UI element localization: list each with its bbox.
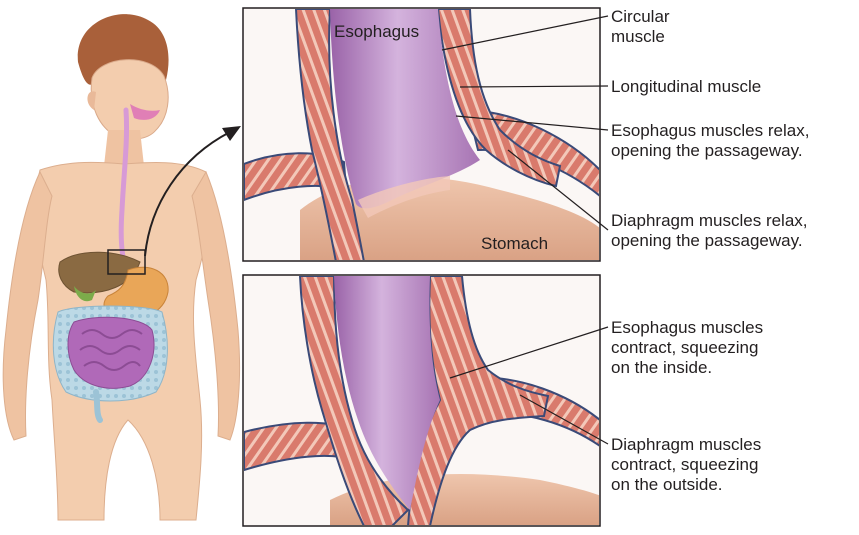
callout-longitudinal-muscle: Longitudinal muscle (611, 77, 761, 97)
head (91, 60, 168, 140)
small-intestine (68, 317, 154, 388)
rectum (96, 392, 100, 420)
callout-diaphragm-contract: Diaphragm muscles contract, squeezing on… (611, 435, 761, 495)
callout-esophagus-contract: Esophagus muscles contract, squeezing on… (611, 318, 763, 378)
label-esophagus: Esophagus (334, 22, 419, 42)
human-figure (3, 14, 239, 520)
left-arm (3, 172, 52, 440)
callout-diaphragm-relax: Diaphragm muscles relax, opening the pas… (611, 211, 808, 251)
zoom-arrow-head (222, 126, 241, 141)
callout-esophagus-relax: Esophagus muscles relax, opening the pas… (611, 121, 809, 161)
bottom-panel (243, 275, 610, 526)
callout-circular-muscle: Circular muscle (611, 7, 670, 47)
top-panel (243, 8, 610, 262)
label-stomach: Stomach (481, 234, 548, 254)
